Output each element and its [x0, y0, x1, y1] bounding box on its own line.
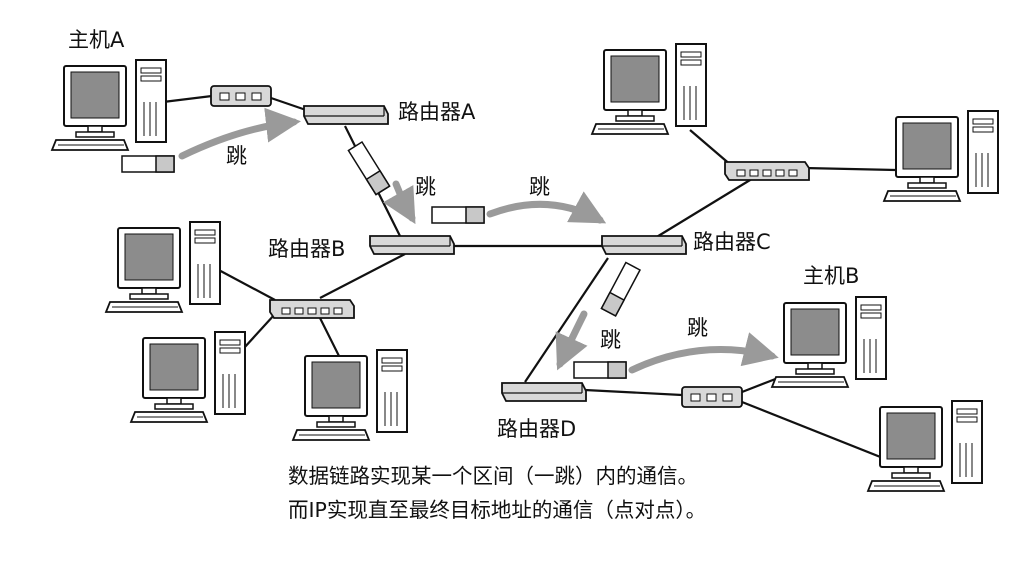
link-switch-c-pc-top	[689, 129, 733, 167]
router-a-label: 路由器A	[398, 100, 476, 124]
router-d-label: 路由器D	[497, 417, 577, 441]
hop-label-4: 跳	[600, 328, 621, 352]
switch-near-router-b	[269, 299, 355, 319]
link-router-d-hub	[584, 388, 683, 397]
router-b-device	[369, 235, 455, 255]
link-switch-b-pc-bottom	[243, 313, 276, 349]
hop-arrow-1	[178, 107, 301, 160]
caption-line-2: 而IP实现直至最终目标地址的通信（点对点）。	[288, 498, 707, 522]
link-host-a-hub	[162, 94, 213, 104]
switch-near-router-c	[724, 161, 810, 181]
link-hub-host-b	[741, 376, 779, 394]
pc-left-bottom-computer	[130, 331, 246, 423]
pc-top-right-computer	[591, 43, 707, 135]
link-switch-b-pc-center	[319, 317, 341, 359]
host-b-computer	[771, 296, 887, 388]
caption-line-1: 数据链路实现某一个区间（一跳）内的通信。	[288, 464, 698, 488]
pc-left-middle-computer	[105, 221, 221, 313]
packet-c-to-d	[600, 261, 641, 317]
router-c-label: 路由器C	[693, 230, 771, 254]
link-router-c-switch-c	[654, 176, 756, 239]
hop-arrows	[178, 107, 779, 374]
hop-arrow-2	[382, 180, 416, 225]
packet-at-host-a	[121, 155, 175, 173]
router-d-device	[501, 382, 587, 402]
host-b-label: 主机B	[803, 264, 860, 288]
hop-label-2: 跳	[415, 175, 436, 199]
link-router-b-switch-b	[319, 253, 406, 299]
packet-at-router-d	[573, 361, 627, 379]
link-router-c-router-d	[524, 257, 609, 383]
router-b-label: 路由器B	[268, 237, 346, 261]
router-c-device	[601, 235, 687, 255]
pc-bottom-right-computer	[867, 400, 983, 492]
hop-label-5: 跳	[687, 316, 708, 340]
hop-arrow-3	[486, 191, 607, 224]
link-switch-b-pc-top	[214, 267, 276, 301]
packet-a-to-b	[347, 141, 391, 196]
hop-label-3: 跳	[529, 175, 550, 199]
router-a-device	[303, 105, 389, 125]
hop-arrow-4	[555, 310, 588, 371]
host-a-computer	[51, 59, 167, 151]
hop-arrow-5	[628, 332, 779, 374]
packet-at-router-b	[431, 206, 485, 224]
pc-center-bottom-computer	[292, 349, 408, 441]
link-hub-router-a	[270, 96, 307, 112]
link-hub-pc-bottom-right	[741, 400, 894, 464]
pc-far-right-computer	[883, 110, 999, 202]
hop-label-1: 跳	[226, 144, 247, 168]
network-links	[162, 94, 897, 464]
hub-near-host-a	[210, 85, 272, 107]
host-a-label: 主机A	[68, 28, 125, 52]
link-switch-c-pc-right	[803, 166, 897, 172]
hub-near-host-b	[681, 386, 743, 408]
